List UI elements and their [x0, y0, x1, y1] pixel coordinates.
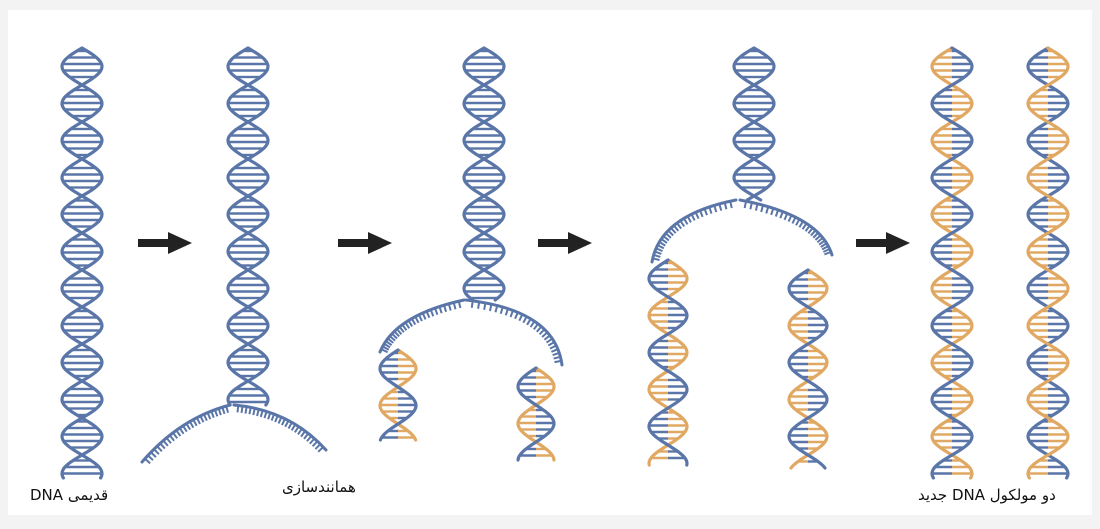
new-dna-molecules-label: دو مولکول DNA جدید: [918, 486, 1056, 504]
replication-label: همانندسازی: [282, 478, 356, 496]
arrow-shaft: [138, 239, 172, 247]
old-dna-label: DNA قدیمی: [30, 486, 108, 504]
diagram-background: [8, 10, 1092, 515]
arrow-shaft: [538, 239, 572, 247]
arrow-shaft: [338, 239, 372, 247]
arrow-shaft: [856, 239, 890, 247]
